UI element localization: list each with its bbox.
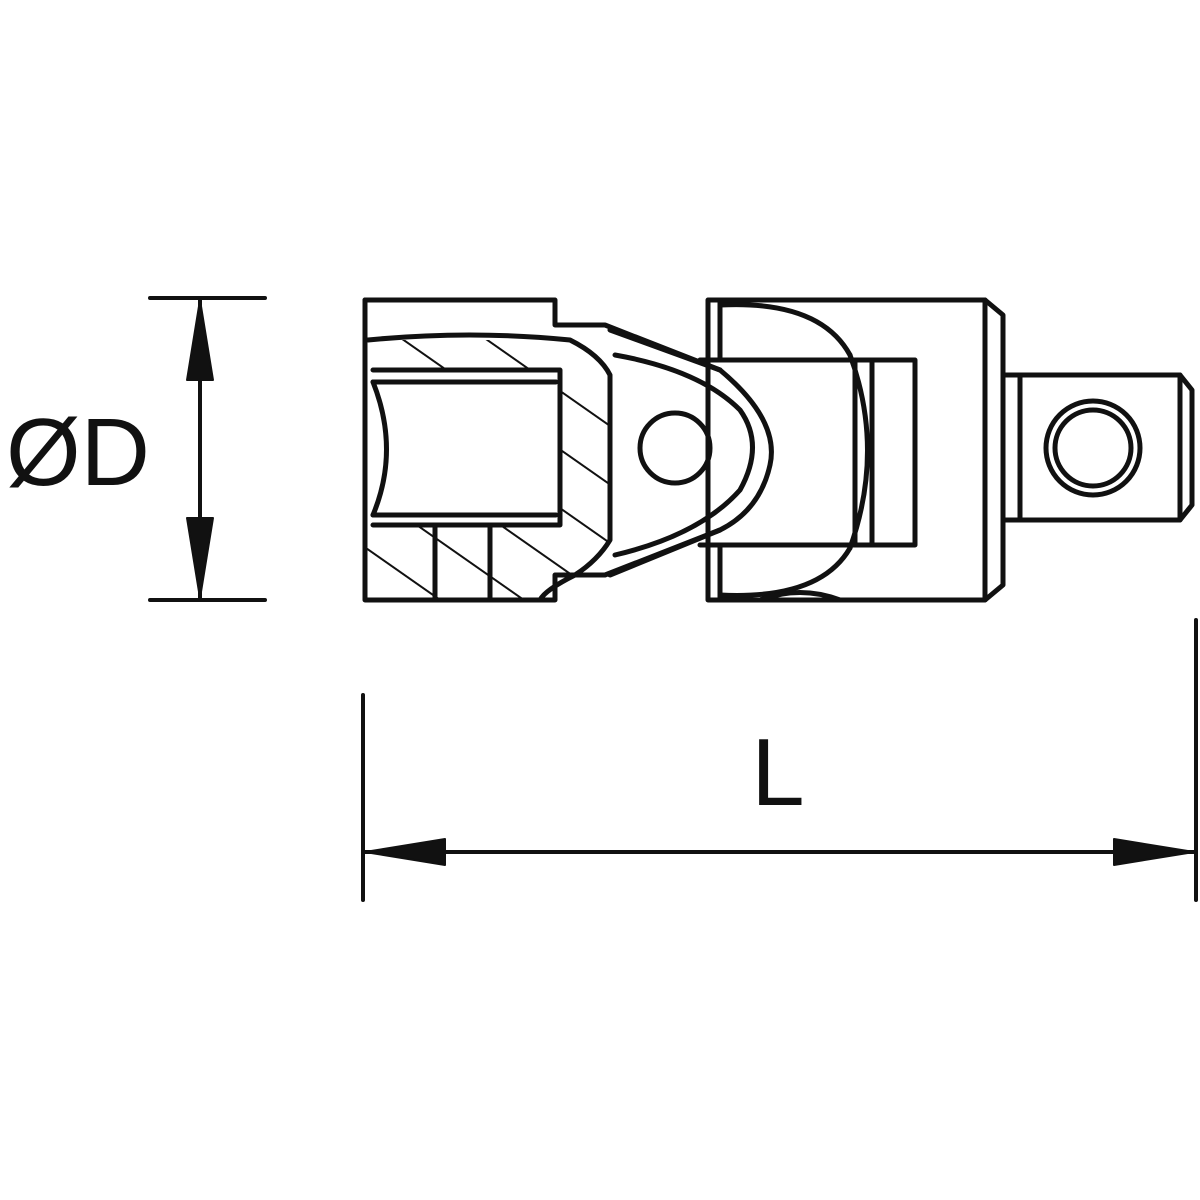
- drive-body-fork-top: [717, 302, 853, 358]
- length-arrow-right: [1113, 838, 1195, 866]
- socket-bore-inner-lines: [370, 379, 559, 518]
- diameter-dimension: ØD: [6, 296, 267, 602]
- socket-bore-curve: [370, 379, 389, 518]
- drive-body-bottom-notch: [757, 590, 843, 603]
- center-block-cap: [852, 357, 918, 548]
- diameter-arrow-top: [186, 299, 214, 381]
- detent-ball-outer: [1043, 398, 1143, 498]
- pivot-yoke: [607, 327, 774, 578]
- drive-body-fork-curve: [847, 352, 870, 551]
- diameter-label: ØD: [6, 399, 150, 506]
- length-dimension: L: [361, 618, 1198, 902]
- tang-outline: [1000, 372, 1195, 523]
- socket-section: [362, 297, 723, 603]
- socket-hatch-area: [365, 340, 608, 600]
- yoke-outline: [607, 327, 774, 578]
- length-arrow-left: [364, 838, 446, 866]
- drive-body-fork-bottom: [717, 545, 853, 598]
- center-cross-block: [697, 357, 918, 548]
- diameter-arrow-bottom: [186, 517, 214, 599]
- length-label: L: [751, 719, 804, 826]
- socket-section-edge: [365, 332, 613, 603]
- drive-body: [705, 297, 1006, 603]
- square-drive-tang: [1000, 372, 1195, 523]
- detent-ball-inner: [1052, 407, 1134, 489]
- pivot-pin-circle: [637, 410, 713, 486]
- center-block-outline: [697, 357, 858, 548]
- socket-bore-outline: [370, 367, 563, 528]
- yoke-inner-curve: [612, 352, 755, 558]
